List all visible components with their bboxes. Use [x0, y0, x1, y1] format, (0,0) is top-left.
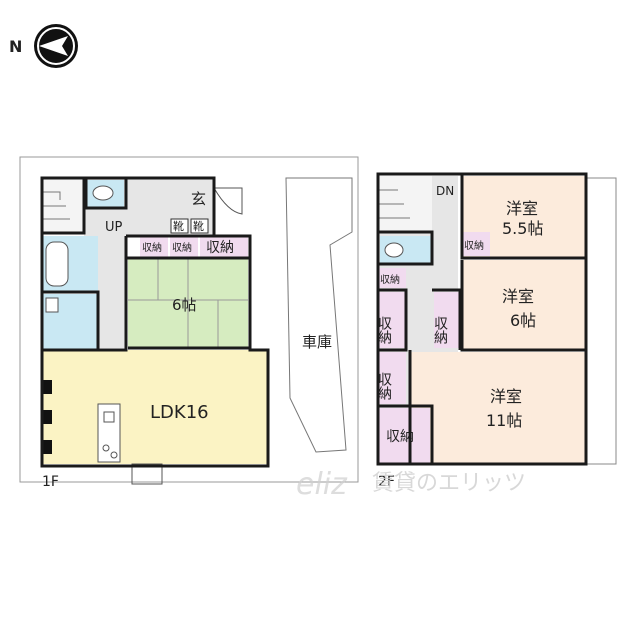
toilet-icon	[92, 185, 114, 201]
up-label: UP	[105, 220, 123, 235]
room3-size: 11帖	[486, 411, 522, 430]
north-label: N	[9, 37, 22, 56]
dn-label: DN	[436, 184, 454, 198]
ldk-label: LDK16	[150, 402, 209, 423]
floor-1-label: 1F	[42, 474, 59, 490]
garage-outline	[285, 177, 353, 453]
ldk-room	[42, 350, 268, 464]
western-room-2	[462, 260, 586, 350]
corridor-1f	[96, 236, 126, 348]
floor-2-label: 2F	[378, 474, 395, 490]
compass: N	[9, 24, 78, 68]
kitchen-sink-icon	[103, 411, 115, 423]
floor-1: 車庫 UP 玄 靴 靴 収納 収納 収納 6帖	[19, 156, 359, 490]
storage-v1-label: 収納	[376, 316, 392, 345]
toilet-2f-icon	[384, 242, 404, 258]
watermark-text: 賃貸のエリッツ	[372, 471, 526, 496]
site-boundary-1f	[19, 156, 359, 483]
bathtub-icon	[45, 241, 69, 287]
room2-name: 洋室	[502, 287, 534, 306]
watermark-logo: eliz	[296, 467, 348, 502]
room1-name: 洋室	[506, 199, 538, 218]
ldk-door-icon	[131, 463, 163, 485]
shoe-box-1-label: 靴	[173, 219, 184, 233]
balcony-2f	[585, 177, 617, 465]
storage-h-label: 収納	[386, 429, 414, 445]
room3-name: 洋室	[490, 387, 522, 406]
walls-2f	[376, 172, 588, 466]
storage-v2-label: 収納	[432, 316, 448, 345]
storage-small-1-1f: 収納	[142, 241, 162, 254]
shoe-box-2-label: 靴	[193, 219, 204, 233]
tatami-room-label: 6帖	[172, 296, 197, 314]
storage-main-1f: 収納	[206, 240, 234, 256]
stove-icon	[102, 444, 110, 452]
floor-2: DN 洋室 5.5帖 洋室 6帖 洋室 11帖 収納 収納 収納 収納 収納 収…	[376, 172, 617, 490]
compass-arrow-icon	[39, 36, 68, 56]
garage-label: 車庫	[302, 333, 332, 351]
genkan-label: 玄	[191, 190, 206, 208]
storage-small-2-1f: 収納	[172, 241, 192, 254]
entry-door-icon	[213, 187, 243, 215]
walls-1f	[40, 176, 270, 468]
storage-v3-label: 収納	[376, 372, 392, 401]
western-room-3	[410, 352, 586, 464]
room1-size: 5.5帖	[502, 219, 543, 238]
storage-small-1-2f: 収納	[464, 239, 484, 252]
room2-size: 6帖	[510, 311, 536, 330]
storage-small-2-2f: 収納	[380, 273, 400, 286]
watermark: eliz 賃貸のエリッツ	[296, 467, 526, 502]
sink-icon	[45, 297, 59, 313]
